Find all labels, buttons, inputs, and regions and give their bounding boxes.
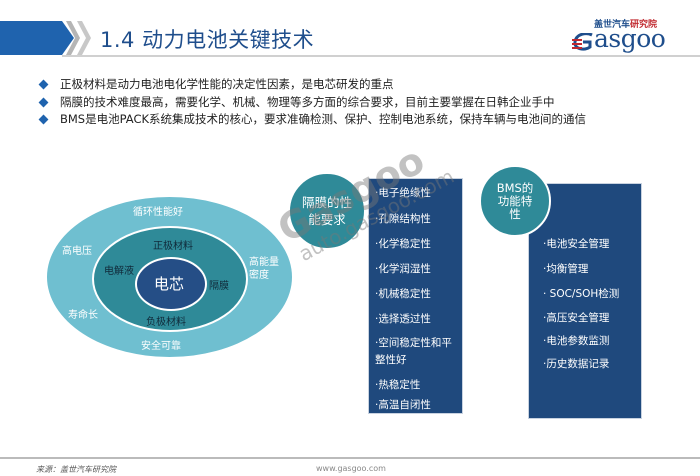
outer-label-high-voltage: 高电压 bbox=[62, 246, 92, 257]
footer-url: www.gasgoo.com bbox=[316, 464, 386, 473]
diamond-bullet-icon bbox=[38, 97, 49, 107]
core-ellipse bbox=[135, 257, 207, 311]
diamond-bullet-icon bbox=[38, 79, 49, 90]
panel-item: ·空间稳定性和平 bbox=[375, 337, 452, 349]
outer-label-lifespan: 寿命长 bbox=[68, 310, 98, 321]
inner-label-separator: 隔膜 bbox=[209, 281, 229, 292]
circle-title-line: 功能特 bbox=[497, 193, 533, 208]
bullet-text: BMS是电池PACK系统集成技术的核心，要求准确检测、保护、控制电池系统，保持车… bbox=[60, 112, 587, 126]
panel-item: ·电池参数监测 bbox=[543, 335, 610, 347]
panel-item: ·选择透过性 bbox=[375, 313, 431, 325]
chevron-right-icon bbox=[77, 21, 91, 55]
bullet-text: 正极材料是动力电池电化学性能的决定性因素，是电芯研发的重点 bbox=[60, 77, 394, 91]
footer-divider bbox=[0, 457, 700, 459]
bullet-item: 正极材料是动力电池电化学性能的决定性因素，是电芯研发的重点 bbox=[38, 76, 586, 94]
source-note: 来源：盖世汽车研究院 bbox=[36, 465, 116, 474]
bms-title-circle: BMS的 功能特 性 bbox=[479, 165, 551, 237]
separator-title-circle: 隔膜的性 能要求 bbox=[288, 172, 366, 250]
panel-item: ·电子绝缘性 bbox=[375, 187, 431, 199]
outer-label-density: 密度 bbox=[249, 270, 269, 281]
panel-item: ·化学润湿性 bbox=[375, 263, 431, 275]
logo-cn-brand: 盖世汽车 bbox=[594, 20, 631, 30]
logo-cn-institute: 研究院 bbox=[630, 20, 658, 30]
outer-label-energy: 高能量 bbox=[249, 257, 279, 268]
panel-item: ·电池安全管理 bbox=[543, 238, 610, 250]
panel-item-continued: 整性好 bbox=[375, 354, 407, 366]
panel-item: ·高温自闭性 bbox=[375, 399, 431, 411]
panel-item: ·机械稳定性 bbox=[375, 288, 431, 300]
separator-requirements-panel: ·电子绝缘性 ·孔隙结构性 ·化学稳定性 ·化学润湿性 ·机械稳定性 ·选择透过… bbox=[368, 178, 463, 414]
panel-item: · SOC/SOH检测 bbox=[543, 288, 620, 300]
diamond-bullet-icon bbox=[38, 114, 49, 125]
panel-item: ·均衡管理 bbox=[543, 263, 589, 275]
inner-label-anode: 负极材料 bbox=[146, 317, 186, 328]
bullet-item: 隔膜的技术难度最高，需要化学、机械、物理等多方面的综合要求，目前主要掌握在日韩企… bbox=[38, 94, 586, 112]
gasgoo-g-logo-icon bbox=[572, 33, 593, 51]
panel-item: ·高压安全管理 bbox=[543, 312, 610, 324]
inner-label-electrolyte: 电解液 bbox=[104, 266, 134, 277]
core-label: 电芯 bbox=[154, 275, 185, 293]
inner-label-cathode: 正极材料 bbox=[153, 241, 193, 252]
circle-title-line: BMS的 bbox=[496, 180, 534, 195]
panel-item: ·孔隙结构性 bbox=[375, 213, 431, 225]
header-divider bbox=[62, 55, 700, 57]
page-title: 1.4 动力电池关键技术 bbox=[100, 28, 315, 52]
circle-title-line: 隔膜的性 bbox=[301, 195, 352, 210]
panel-item: ·历史数据记录 bbox=[543, 358, 610, 370]
circle-title-line: 能要求 bbox=[308, 212, 346, 227]
logo-chinese-text: 盖世汽车研究院 bbox=[594, 17, 657, 30]
panel-item: ·热稳定性 bbox=[375, 379, 421, 391]
outer-label-safety: 安全可靠 bbox=[141, 341, 181, 352]
header-accent-bar bbox=[0, 21, 62, 55]
circle-title-line: 性 bbox=[509, 206, 521, 221]
bullet-text: 隔膜的技术难度最高，需要化学、机械、物理等多方面的综合要求，目前主要掌握在日韩企… bbox=[60, 94, 555, 109]
bms-features-panel: ·电池安全管理 ·均衡管理 · SOC/SOH检测 ·高压安全管理 ·电池参数监… bbox=[528, 183, 642, 419]
outer-label-cycle: 循环性能好 bbox=[133, 207, 183, 218]
logo-english-text: asgoo bbox=[594, 24, 666, 53]
chevron-right-icon bbox=[66, 21, 80, 55]
panel-item: ·化学稳定性 bbox=[375, 238, 431, 250]
bullet-item: BMS是电池PACK系统集成技术的核心，要求准确检测、保护、控制电池系统，保持车… bbox=[38, 111, 586, 129]
bullet-list: 正极材料是动力电池电化学性能的决定性因素，是电芯研发的重点 隔膜的技术难度最高，… bbox=[38, 76, 586, 129]
